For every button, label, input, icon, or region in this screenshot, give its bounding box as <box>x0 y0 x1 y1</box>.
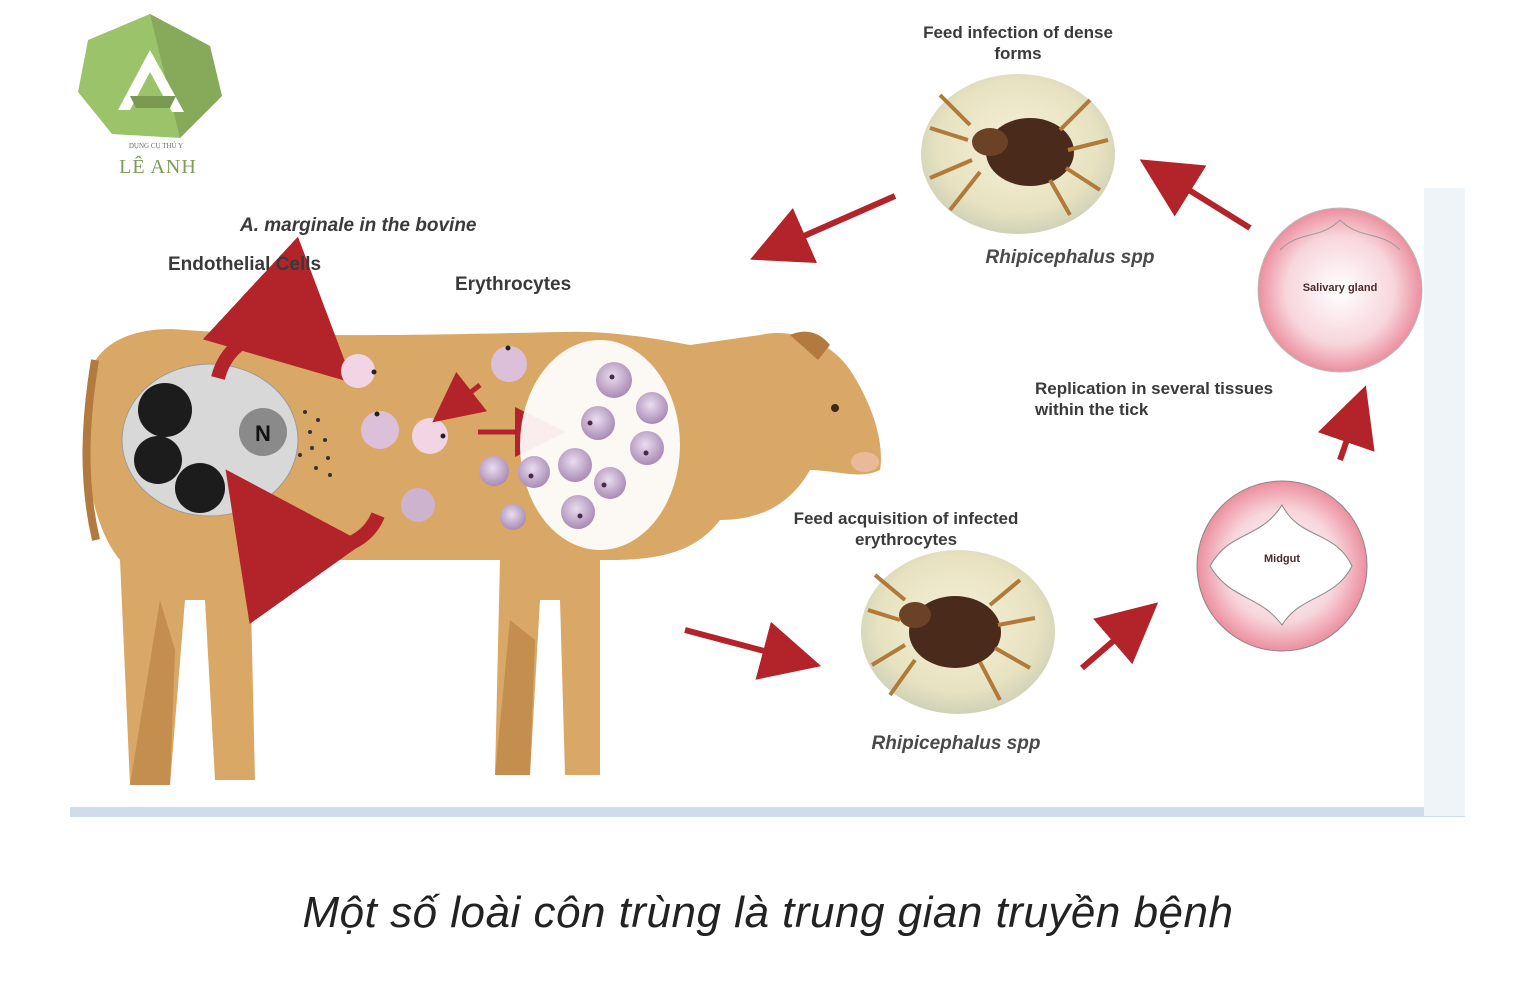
logo-name: LÊ ANH <box>119 156 197 178</box>
tick-top <box>921 74 1115 234</box>
arrow-gland-to-tick <box>1139 159 1252 231</box>
erythrocytes-label: Erythrocytes <box>455 274 572 295</box>
tick-bottom <box>861 550 1055 714</box>
infected-erythrocytes <box>341 345 527 522</box>
salivary-gland <box>1257 207 1423 373</box>
logo-tagline: DỤNG CỤ THÚ Y <box>128 142 184 150</box>
arrow-bovine-to-tick <box>684 621 822 680</box>
feed-acquisition-label: Feed acquisition of infected erythrocyte… <box>793 509 1019 550</box>
arrow-tick-to-bovine <box>750 193 897 263</box>
bovine-heading: A. marginale in the bovine <box>240 215 477 236</box>
tick-bottom-species: Rhipicephalus spp <box>871 733 1041 754</box>
midgut <box>1196 480 1368 652</box>
arrow-tick-to-midgut <box>1080 602 1159 671</box>
salivary-label: Salivary gland <box>1302 282 1378 294</box>
figure-caption: Một số loài côn trùng là trung gian truy… <box>302 888 1234 937</box>
tick-top-species: Rhipicephalus spp <box>985 247 1155 268</box>
cycle-arrow-top <box>202 236 354 383</box>
arrow-midgut-to-gland <box>1317 385 1375 461</box>
endothelial-label: Endothelial Cells <box>168 254 322 275</box>
cycle-arrow-bottom <box>225 469 385 625</box>
nucleus <box>239 408 287 456</box>
nucleus-label: N <box>255 421 271 446</box>
arrow-rbc-infect <box>432 371 488 423</box>
feed-infection-label: Feed infection of dense forms <box>923 23 1113 64</box>
panel-right-border <box>1424 188 1465 816</box>
blood-erythrocytes <box>479 340 680 550</box>
midgut-label: Midgut <box>1263 553 1301 565</box>
replication-label: Replication in several tissues within th… <box>1035 379 1274 420</box>
logo-icon <box>78 14 222 138</box>
